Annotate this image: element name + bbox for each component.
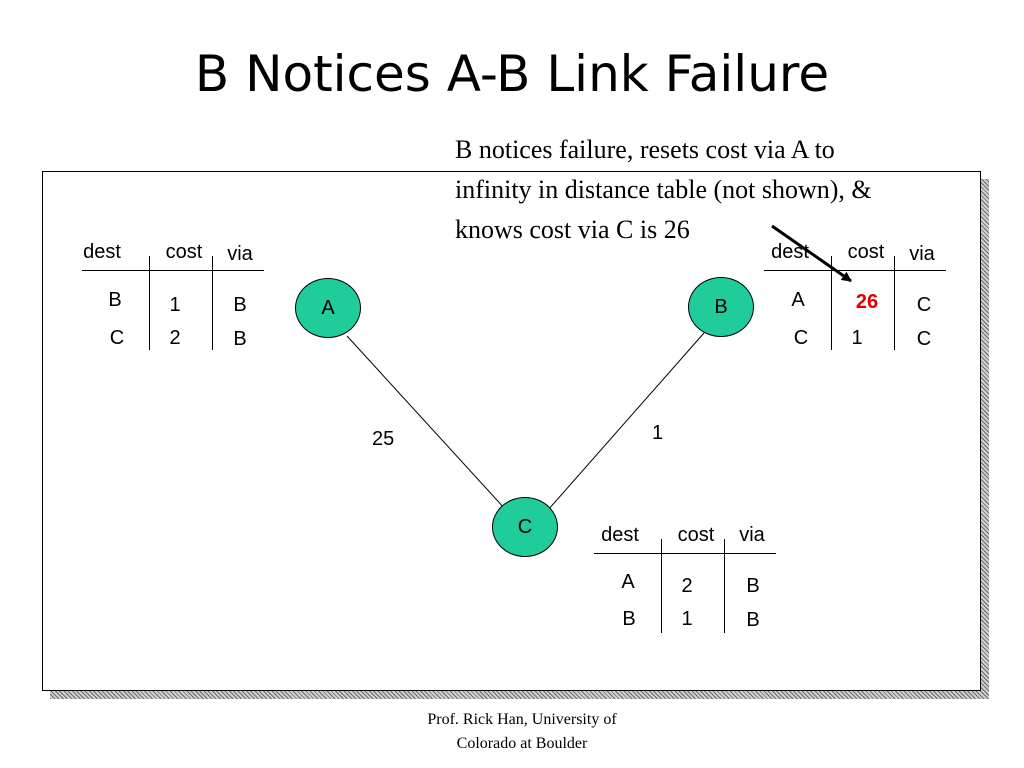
table-c-row-2-cost: 1 [681,608,693,630]
table-b-divider-1 [831,256,832,350]
table-b-header-cost: cost [847,241,885,263]
link-b-c-cost: 1 [652,422,664,444]
table-a-row-2-dest: C [109,327,125,349]
table-b-row-1-dest: A [791,289,805,311]
footer-line-2: Colorado at Boulder [456,735,588,752]
callout-text: B notices failure, resets cost via A to … [455,130,1015,250]
callout-arrow [771,224,852,283]
node-a: A [295,278,361,338]
table-b-divider-2 [894,256,895,350]
table-b-row-2-dest: C [793,327,809,349]
table-b-row-1-via: C [916,294,932,316]
table-b-row-2-via: C [916,328,932,350]
table-a-row-1-dest: B [108,289,122,311]
table-c-row-1-dest: A [621,571,635,593]
slide-title: B Notices A-B Link Failure [194,45,830,103]
callout-line-3: knows cost via C is 26 [455,215,690,244]
table-a-row-2-cost: 2 [169,327,181,349]
table-a-header-cost: cost [165,241,203,263]
table-a-header-dest: dest [83,241,121,263]
link-a-c [346,335,507,511]
table-c-header-rule [594,553,776,554]
link-b-c [547,332,705,511]
link-a-c-cost: 25 [372,428,395,450]
table-c-row-1-cost: 2 [681,575,693,597]
table-a-header-via: via [227,243,253,265]
table-c-divider-2 [724,539,725,633]
node-b: B [688,277,754,337]
node-c: C [492,497,558,557]
footer-credit: Prof. Rick Han, University of Colorado a… [362,708,682,756]
table-c-header-cost: cost [677,524,715,546]
table-c-header-dest: dest [601,524,639,546]
table-c-row-2-via: B [746,609,760,631]
callout-line-1: B notices failure, resets cost via A to [455,135,835,164]
table-b-header-rule [764,270,946,271]
diagram-panel [42,171,981,691]
table-c-divider-1 [661,539,662,633]
callout-line-2: infinity in distance table (not shown), … [455,175,872,204]
table-c-header-via: via [739,524,765,546]
table-b-header-via: via [909,243,935,265]
table-a-row-1-cost: 1 [169,294,181,316]
table-a-row-1-via: B [233,294,247,316]
table-c-row-2-dest: B [622,608,636,630]
table-b-row-1-cost: 26 [855,291,879,313]
table-a-header-rule [82,270,264,271]
footer-line-1: Prof. Rick Han, University of [427,711,617,728]
table-b-header-dest: dest [771,241,809,263]
table-b-row-2-cost: 1 [851,327,863,349]
table-a-row-2-via: B [233,328,247,350]
table-c-row-1-via: B [746,575,760,597]
table-a-divider-1 [149,256,150,350]
table-a-divider-2 [212,256,213,350]
